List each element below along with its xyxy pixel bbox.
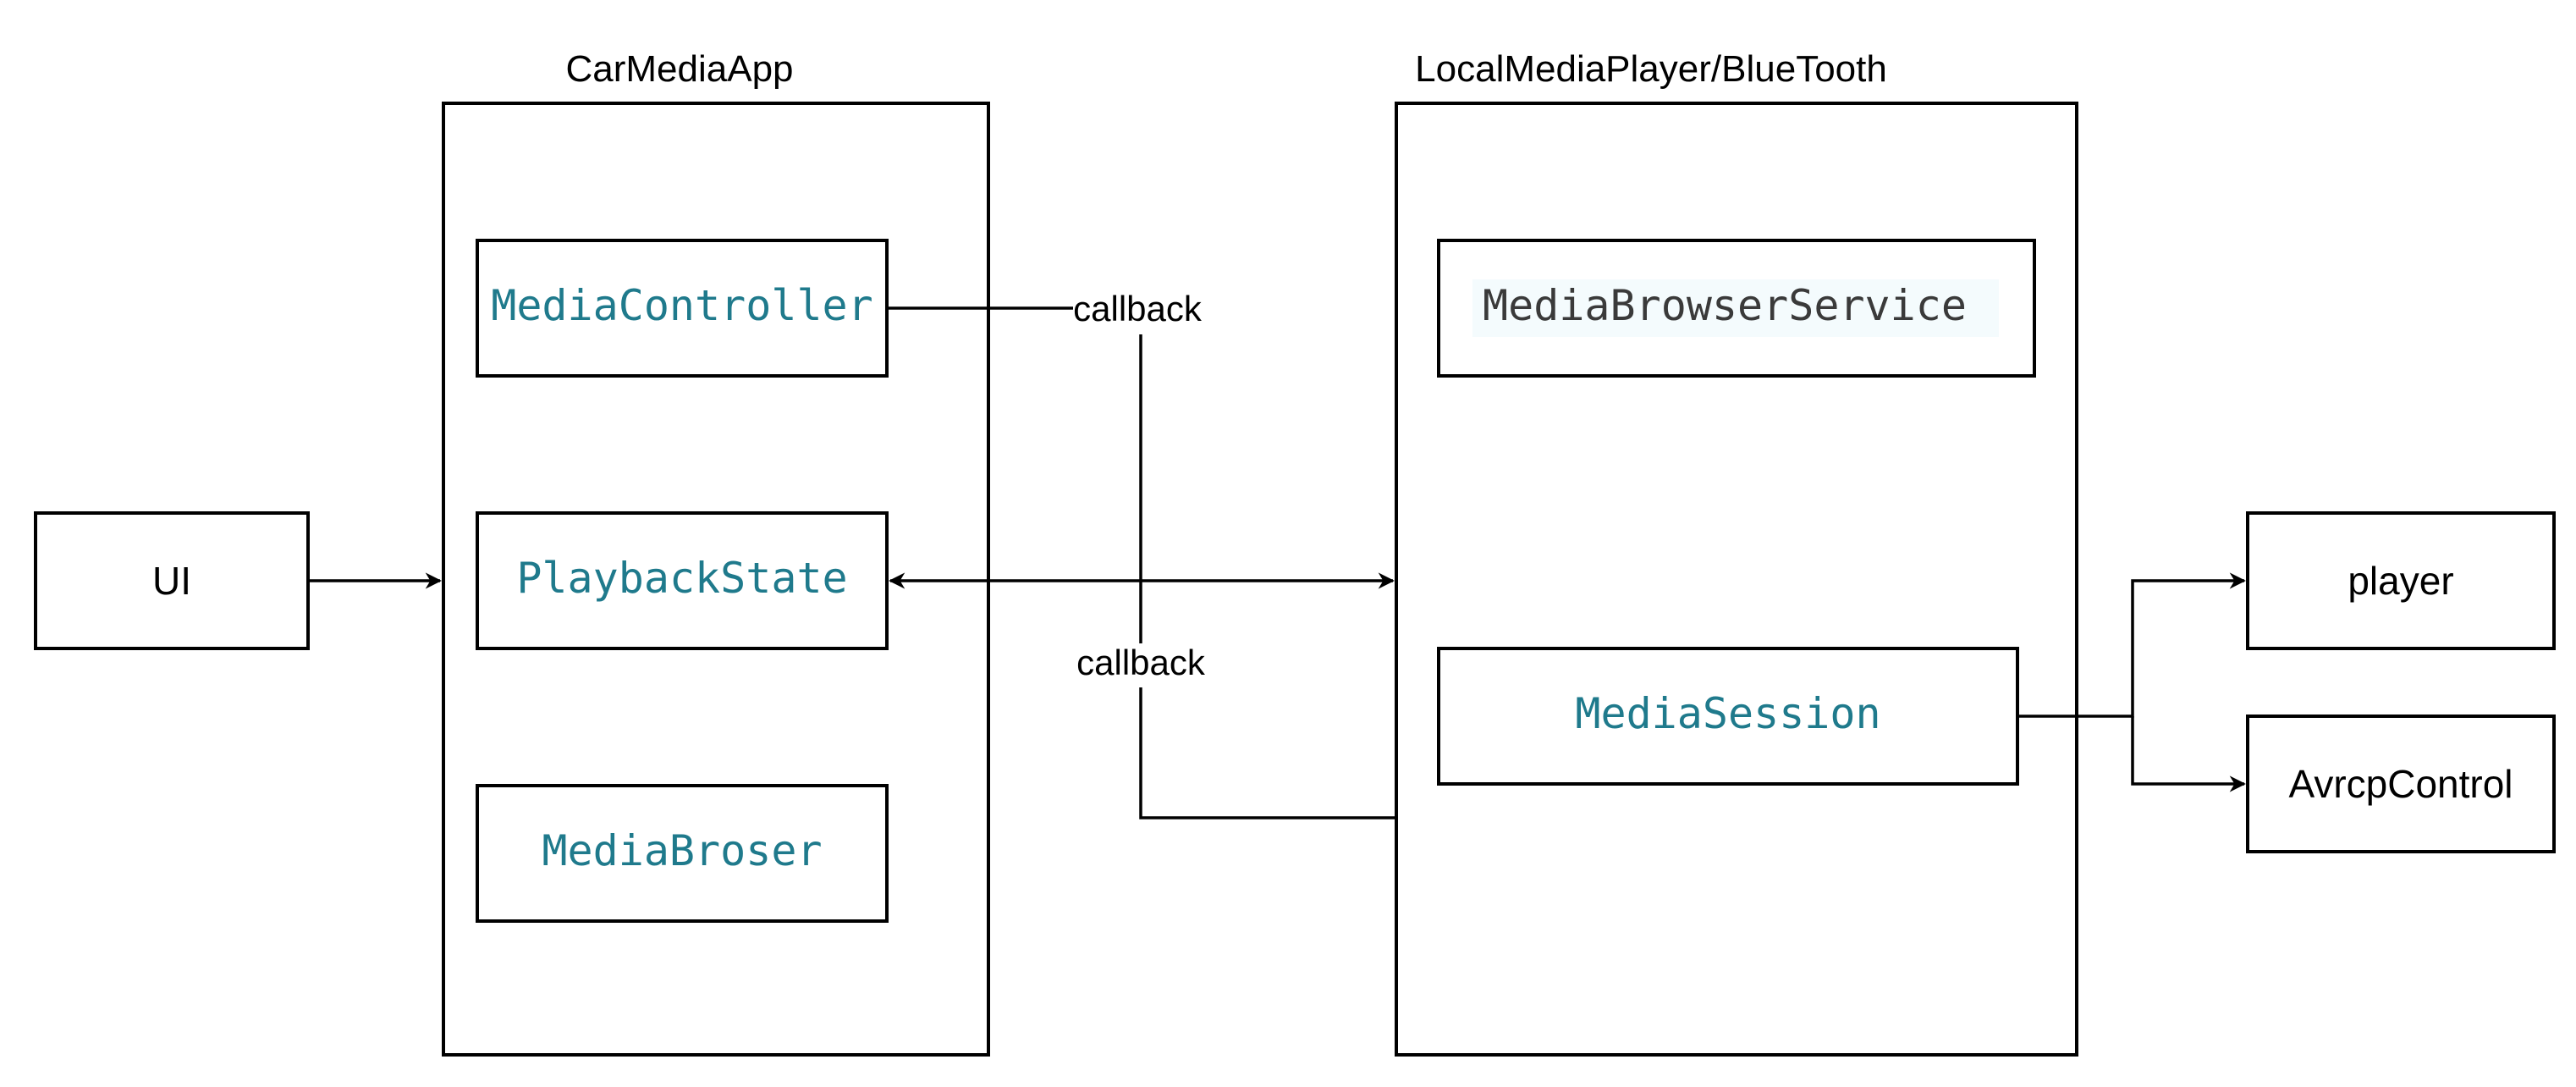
media-browser-service-label: MediaBrowserService bbox=[1483, 281, 1967, 330]
media-broser-label: MediaBroser bbox=[542, 826, 822, 875]
media-controller-node: MediaController bbox=[476, 239, 889, 378]
callback-label-top: callback bbox=[1073, 289, 1203, 328]
media-session-label: MediaSession bbox=[1575, 689, 1880, 738]
avrcp-control-node: AvrcpControl bbox=[2246, 715, 2556, 853]
local-media-player-title: LocalMediaPlayer/BlueTooth bbox=[1415, 48, 1887, 90]
avrcp-control-label: AvrcpControl bbox=[2288, 762, 2513, 806]
edge-media-session-to-player bbox=[2017, 572, 2246, 718]
media-controller-label: MediaController bbox=[491, 281, 873, 330]
player-label: player bbox=[2348, 559, 2453, 603]
media-browser-service-node: MediaBrowserService bbox=[1437, 239, 2036, 378]
edges bbox=[308, 306, 2246, 819]
media-broser-node: MediaBroser bbox=[476, 784, 889, 923]
playback-state-node: PlaybackState bbox=[476, 511, 889, 650]
media-session-node: MediaSession bbox=[1437, 647, 2019, 786]
player-node: player bbox=[2246, 511, 2556, 650]
local-media-player-container: LocalMediaPlayer/BlueTooth bbox=[1395, 48, 2078, 1057]
edge-callback-vertical-lower bbox=[1139, 687, 1396, 819]
ui-label: UI bbox=[152, 559, 191, 603]
callback-label-bottom: callback bbox=[1076, 643, 1206, 682]
car-media-app-title: CarMediaApp bbox=[565, 48, 793, 90]
ui-node: UI bbox=[34, 511, 310, 650]
edge-media-session-to-avrcp bbox=[2131, 716, 2246, 792]
playback-state-label: PlaybackState bbox=[516, 554, 847, 603]
